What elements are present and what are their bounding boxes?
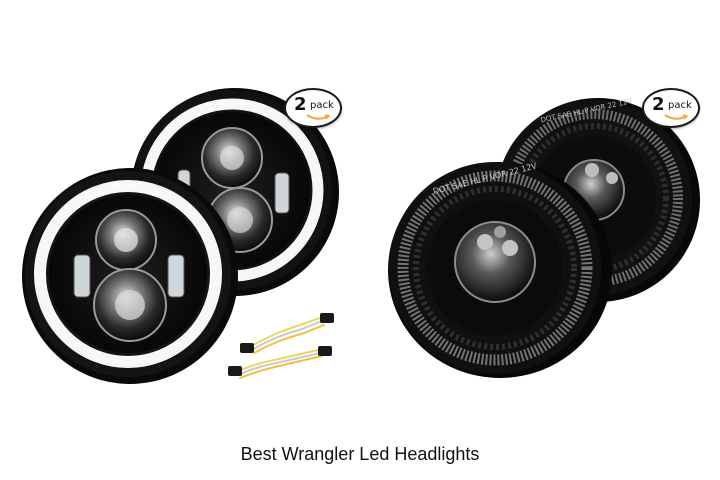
projector-headlights-illustration: DOT SAE HL P VOR 22 12V DOT SAE HL P VOR… (388, 97, 700, 378)
front-headlight: DOT SAE (22, 168, 238, 384)
front-projector-headlight: DOT SAE HL P VOR 22 12V (388, 161, 612, 378)
left-product-image: DOT SAE DOT SAE (0, 0, 360, 420)
badge-number: 2 (294, 94, 307, 115)
back-ring-label: DOT SAE (218, 100, 245, 107)
smile-arrow-icon (664, 114, 688, 120)
front-ring-label: DOT SAE (114, 183, 141, 190)
right-product-image: DOT SAE HL P VOR 22 12V DOT SAE HL P VOR… (360, 0, 720, 420)
badge-word: pack (668, 100, 692, 111)
two-pack-badge: 2 pack (284, 88, 342, 128)
halo-headlights-illustration: DOT SAE DOT SAE (22, 88, 339, 384)
badge-word: pack (310, 100, 334, 111)
wiring-harness (228, 313, 334, 379)
badge-number: 2 (652, 94, 665, 115)
two-pack-badge: 2 pack (642, 88, 700, 128)
smile-arrow-icon (306, 114, 330, 120)
image-caption: Best Wrangler Led Headlights (240, 444, 480, 464)
